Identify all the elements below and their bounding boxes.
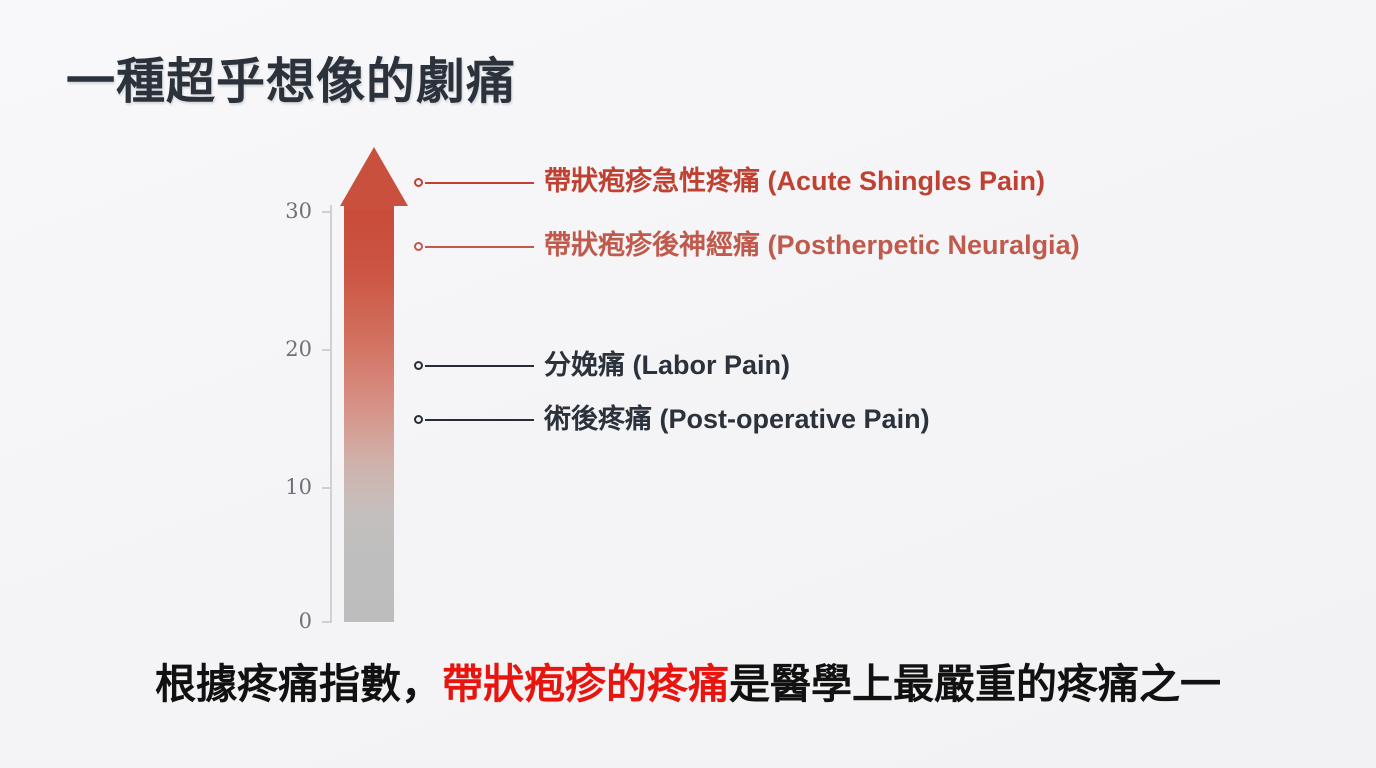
series-label-post-operative-pain: 術後疼痛 (Post-operative Pain) <box>544 404 930 434</box>
leader-dot-icon <box>414 242 423 251</box>
leader-line-post-operative-pain <box>414 410 534 430</box>
y-tick-label-30: 30 <box>285 199 312 223</box>
y-tick-label-10: 10 <box>285 475 312 499</box>
leader-stroke <box>425 365 534 367</box>
leader-stroke <box>425 182 534 184</box>
y-axis-line <box>330 205 332 623</box>
leader-dot-icon <box>414 415 423 424</box>
leader-dot-icon <box>414 361 423 370</box>
leader-line-postherpetic-neuralgia <box>414 237 534 257</box>
caption-part-1: 根據疼痛指數， <box>155 661 442 707</box>
pain-gradient-bar <box>344 205 394 622</box>
series-label-labor-pain: 分娩痛 (Labor Pain) <box>544 350 791 380</box>
y-tick-label-0: 0 <box>298 609 312 633</box>
y-tick-label-20: 20 <box>285 337 312 361</box>
caption-highlight: 帶狀疱疹的疼痛 <box>442 661 729 707</box>
arrow-neck <box>344 204 394 210</box>
y-tick-mark-0 <box>322 621 331 623</box>
page-title: 一種超乎想像的劇痛 <box>66 55 517 109</box>
up-arrow-icon <box>340 147 408 206</box>
leader-line-acute-shingles <box>414 173 534 193</box>
y-tick-mark-30 <box>322 211 331 213</box>
caption-text: 根據疼痛指數，帶狀疱疹的疼痛是醫學上最嚴重的疼痛之一 <box>0 650 1376 710</box>
y-tick-mark-10 <box>322 487 331 489</box>
series-label-acute-shingles: 帶狀疱疹急性疼痛 (Acute Shingles Pain) <box>544 166 1046 196</box>
leader-stroke <box>425 246 534 248</box>
caption-part-2: 是醫學上最嚴重的疼痛之一 <box>729 661 1221 707</box>
leader-stroke <box>425 419 534 421</box>
series-label-postherpetic-neuralgia: 帶狀疱疹後神經痛 (Postherpetic Neuralgia) <box>544 230 1080 260</box>
leader-line-labor-pain <box>414 356 534 376</box>
y-tick-mark-20 <box>322 349 331 351</box>
leader-dot-icon <box>414 178 423 187</box>
